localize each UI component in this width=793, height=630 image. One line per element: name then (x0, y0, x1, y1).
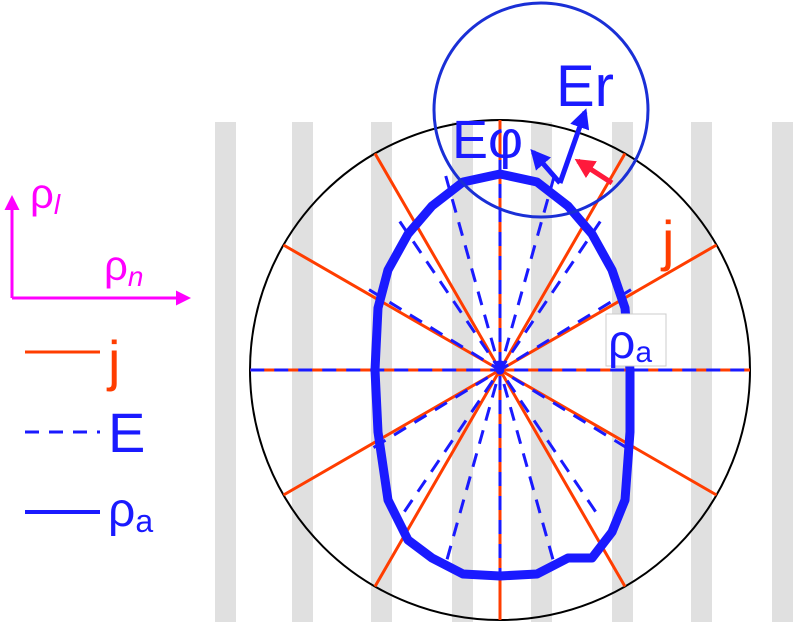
ephi-arrow (530, 148, 562, 185)
legend-label-field: E (108, 401, 145, 464)
stripe (292, 122, 313, 622)
er-label: Er (556, 54, 614, 119)
stripe (772, 122, 793, 622)
rho-n-label: ρn (104, 242, 143, 292)
inset-circle (432, 1, 650, 219)
stripe (531, 122, 552, 622)
stripe (691, 122, 712, 622)
field-lines (250, 160, 750, 580)
rho-a-label: ρa (608, 316, 652, 369)
legend: j E ρa (25, 329, 153, 539)
rho-a-contour (370, 169, 635, 581)
legend-label-current: j (106, 329, 120, 392)
er-arrow (557, 108, 590, 184)
axes: ρl ρn (4, 170, 191, 306)
rho-a-label-box (605, 313, 667, 367)
field-line (368, 288, 632, 452)
rho-l-label: ρl (30, 170, 61, 220)
j-label: j (660, 209, 674, 272)
ephi-label: Eφ (452, 110, 523, 170)
current-arrow (574, 158, 614, 186)
legend-label-rho-a: ρa (108, 484, 153, 539)
stripe (215, 122, 236, 622)
stripe (452, 122, 473, 622)
